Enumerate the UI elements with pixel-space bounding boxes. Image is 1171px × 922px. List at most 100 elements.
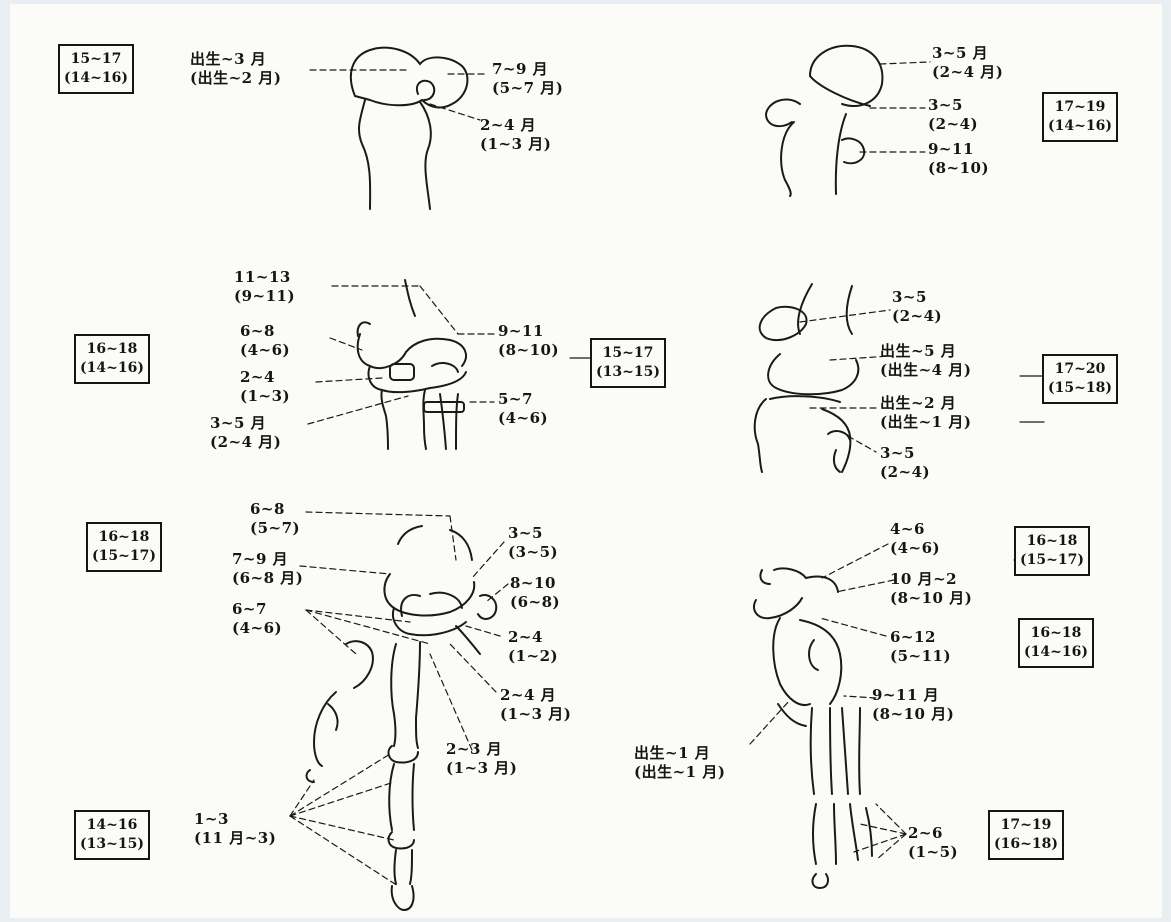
- p3-label-5: 9~11 (8~10): [498, 322, 559, 360]
- p5-label-2-sub: (6~8 月): [232, 569, 303, 588]
- p2-box-line2: (14~16): [1048, 117, 1112, 136]
- p3-label-5-sub: (8~10): [498, 341, 559, 360]
- p2-label-1: 3~5 月 (2~4 月): [932, 44, 1003, 82]
- p6-label-3-main: 6~12: [890, 628, 951, 647]
- p6-box-1-line2: (15~17): [1020, 551, 1084, 570]
- p4-label-3-sub: (出生~1 月): [880, 413, 971, 432]
- p5-label-3-sub: (4~6): [232, 619, 282, 638]
- p3-label-2-main: 6~8: [240, 322, 290, 341]
- p6-label-3-sub: (5~11): [890, 647, 951, 666]
- forearm-wrist-drawing: [358, 280, 466, 449]
- p4-label-3-main: 出生~2 月: [880, 394, 971, 413]
- p2-label-1-main: 3~5 月: [932, 44, 1003, 63]
- p2-label-2: 3~5 (2~4): [928, 96, 978, 134]
- p1-leader-lines: [310, 70, 488, 120]
- p6-label-6-main: 2~6: [908, 824, 958, 843]
- p3-label-3: 2~4 (1~3): [240, 368, 290, 406]
- p5-label-3: 6~7 (4~6): [232, 600, 282, 638]
- p5-label-4-main: 3~5: [508, 524, 558, 543]
- p6-label-4-sub: (8~10 月): [872, 705, 954, 724]
- p6-label-1: 4~6 (4~6): [890, 520, 940, 558]
- p6-label-3: 6~12 (5~11): [890, 628, 951, 666]
- p5-label-8-main: 2~3 月: [446, 740, 517, 759]
- p2-label-3-sub: (8~10): [928, 159, 989, 178]
- hand-drawing: [307, 526, 497, 910]
- p4-box-line1: 17~20: [1048, 360, 1112, 379]
- diagram-page: 15~17 (14~16) 出生~3 月 (出生~2 月) 7~9 月 (5~7…: [10, 4, 1162, 918]
- p3-box-right-line1: 15~17: [596, 344, 660, 363]
- p3-box-left: 16~18 (14~16): [74, 334, 150, 384]
- foot-drawing: [754, 568, 872, 888]
- p1-label-1-main: 出生~3 月: [190, 50, 281, 69]
- p1-box-line1: 15~17: [64, 50, 128, 69]
- p2-label-2-sub: (2~4): [928, 115, 978, 134]
- p4-label-4-main: 3~5: [880, 444, 930, 463]
- p5-label-2: 7~9 月 (6~8 月): [232, 550, 303, 588]
- p6-label-1-sub: (4~6): [890, 539, 940, 558]
- p5-label-9-sub: (11 月~3): [194, 829, 276, 848]
- p3-label-4-sub: (2~4 月): [210, 433, 281, 452]
- knee-drawing: [755, 284, 859, 472]
- p5-box-top-line2: (15~17): [92, 547, 156, 566]
- p3-label-6-sub: (4~6): [498, 409, 548, 428]
- p5-label-1-sub: (5~7): [250, 519, 300, 538]
- p3-box-right: 15~17 (13~15): [590, 338, 666, 388]
- p6-box-3: 17~19 (16~18): [988, 810, 1064, 860]
- p3-label-2: 6~8 (4~6): [240, 322, 290, 360]
- p5-label-3-main: 6~7: [232, 600, 282, 619]
- p6-label-6-sub: (1~5): [908, 843, 958, 862]
- p6-label-4: 9~11 月 (8~10 月): [872, 686, 954, 724]
- p4-label-4-sub: (2~4): [880, 463, 930, 482]
- p1-box-line2: (14~16): [64, 69, 128, 88]
- p5-box-bottom: 14~16 (13~15): [74, 810, 150, 860]
- p5-box-bottom-line2: (13~15): [80, 835, 144, 854]
- p1-label-2-main: 7~9 月: [492, 60, 563, 79]
- p5-label-8: 2~3 月 (1~3 月): [446, 740, 517, 778]
- p6-label-2-main: 10 月~2: [890, 570, 972, 589]
- p3-label-1-sub: (9~11): [234, 287, 295, 306]
- p6-label-5-main: 出生~1 月: [634, 744, 725, 763]
- p5-box-top: 16~18 (15~17): [86, 522, 162, 572]
- p6-box-1: 16~18 (15~17): [1014, 526, 1090, 576]
- p5-label-6: 2~4 (1~2): [508, 628, 558, 666]
- p6-label-2: 10 月~2 (8~10 月): [890, 570, 972, 608]
- p1-label-2: 7~9 月 (5~7 月): [492, 60, 563, 98]
- p3-label-6-main: 5~7: [498, 390, 548, 409]
- p5-label-7-main: 2~4 月: [500, 686, 571, 705]
- p4-box: 17~20 (15~18): [1042, 354, 1118, 404]
- p5-box-bottom-line1: 14~16: [80, 816, 144, 835]
- p3-label-5-main: 9~11: [498, 322, 559, 341]
- p1-label-2-sub: (5~7 月): [492, 79, 563, 98]
- p5-label-1: 6~8 (5~7): [250, 500, 300, 538]
- p4-label-1-sub: (2~4): [892, 307, 942, 326]
- p4-label-1: 3~5 (2~4): [892, 288, 942, 326]
- p4-label-3: 出生~2 月 (出生~1 月): [880, 394, 971, 432]
- p2-box-line1: 17~19: [1048, 98, 1112, 117]
- p1-label-1: 出生~3 月 (出生~2 月): [190, 50, 281, 88]
- p2-box: 17~19 (14~16): [1042, 92, 1118, 142]
- p5-label-7-sub: (1~3 月): [500, 705, 571, 724]
- p4-label-4: 3~5 (2~4): [880, 444, 930, 482]
- p6-box-3-line2: (16~18): [994, 835, 1058, 854]
- p5-label-1-main: 6~8: [250, 500, 300, 519]
- p6-box-3-line1: 17~19: [994, 816, 1058, 835]
- p6-box-2-line1: 16~18: [1024, 624, 1088, 643]
- p2-label-2-main: 3~5: [928, 96, 978, 115]
- p5-box-top-line1: 16~18: [92, 528, 156, 547]
- p4-box-line2: (15~18): [1048, 379, 1112, 398]
- ossification-diagram: [10, 4, 1162, 918]
- p1-label-1-sub: (出生~2 月): [190, 69, 281, 88]
- p6-label-5: 出生~1 月 (出生~1 月): [634, 744, 725, 782]
- p5-label-9: 1~3 (11 月~3): [194, 810, 276, 848]
- p3-box-left-line2: (14~16): [80, 359, 144, 378]
- p1-label-3-main: 2~4 月: [480, 116, 551, 135]
- p6-label-1-main: 4~6: [890, 520, 940, 539]
- p5-label-6-main: 2~4: [508, 628, 558, 647]
- p3-label-3-sub: (1~3): [240, 387, 290, 406]
- p5-label-6-sub: (1~2): [508, 647, 558, 666]
- p5-label-5-main: 8~10: [510, 574, 560, 593]
- p5-label-5: 8~10 (6~8): [510, 574, 560, 612]
- p5-label-7: 2~4 月 (1~3 月): [500, 686, 571, 724]
- p1-label-3-sub: (1~3 月): [480, 135, 551, 154]
- p3-label-4: 3~5 月 (2~4 月): [210, 414, 281, 452]
